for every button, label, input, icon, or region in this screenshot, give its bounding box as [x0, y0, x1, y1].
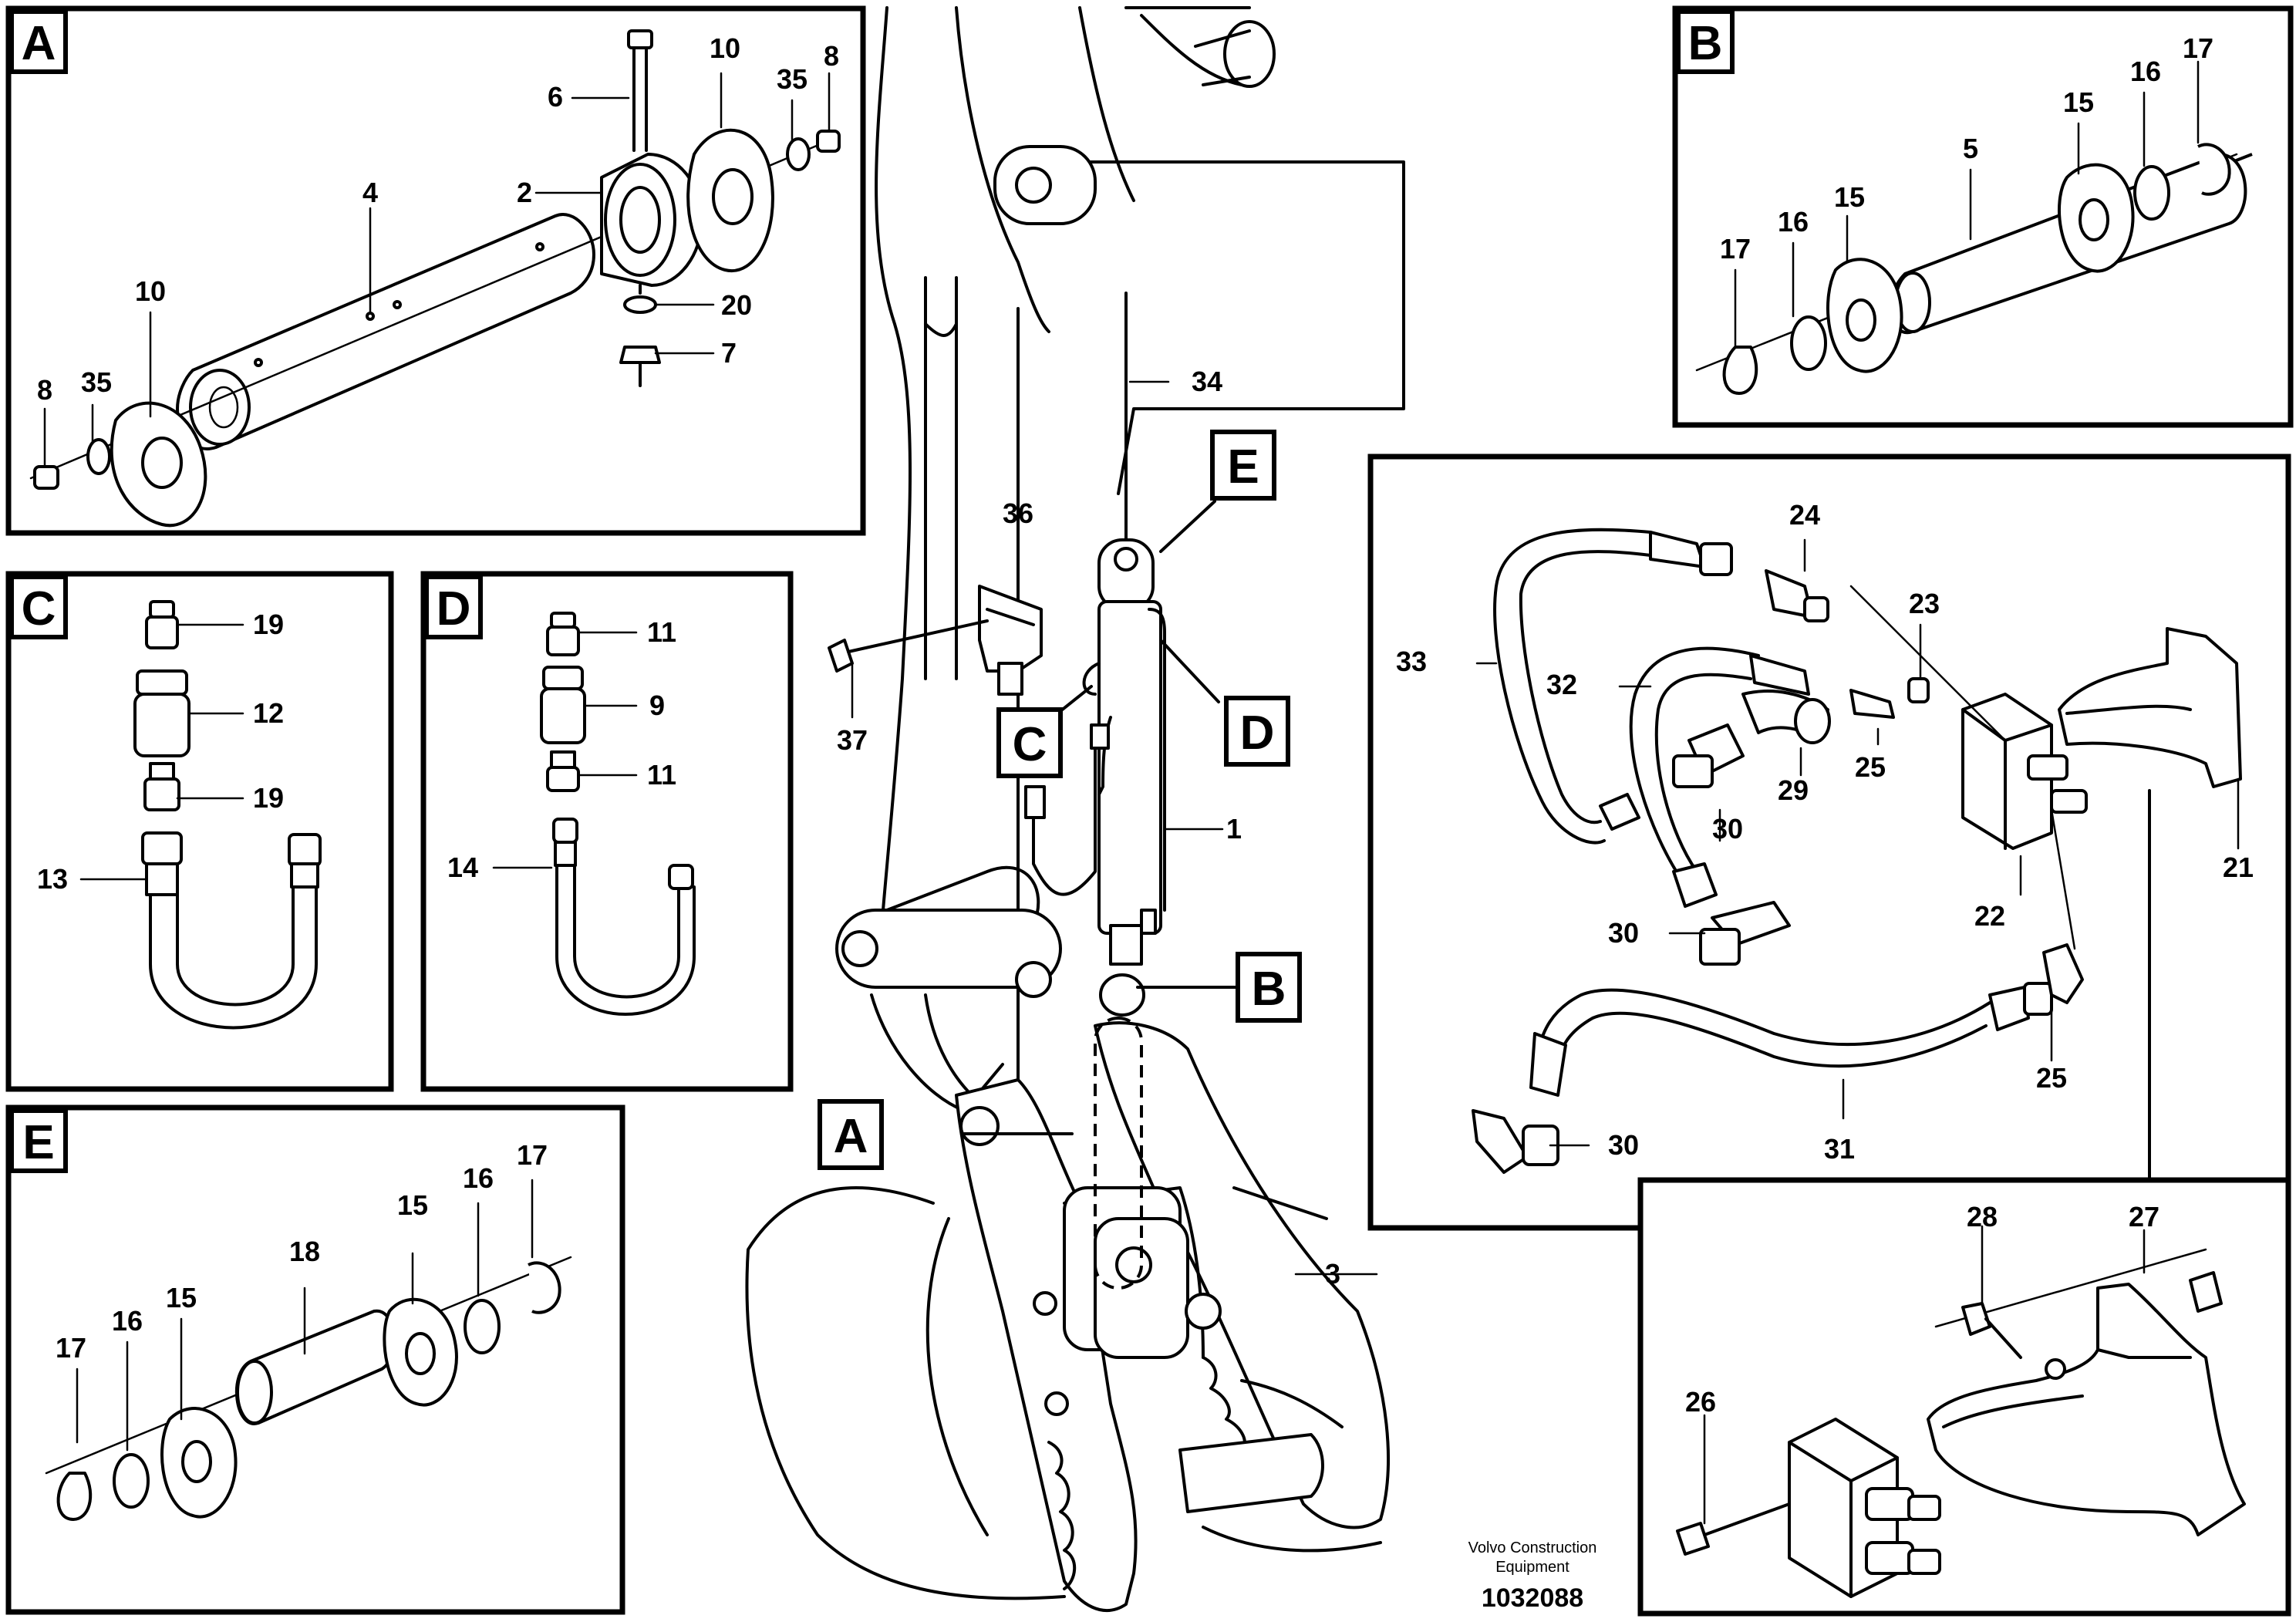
tag-c-label: C: [22, 582, 56, 636]
bracket-36: [978, 585, 1043, 696]
brand-line-2: Equipment: [1495, 1559, 1569, 1576]
tag-a-label: A: [22, 17, 56, 70]
part-label-24: 24: [1789, 499, 1820, 531]
part-label-34: 34: [1192, 366, 1222, 397]
part-label-25: 25: [2036, 1062, 2067, 1094]
part-label-37: 37: [837, 724, 868, 756]
valve-mount-detail: [1637, 789, 2291, 1617]
part-label-3: 3: [1325, 1258, 1340, 1290]
part-label-13: 13: [37, 863, 68, 895]
part-label-30: 30: [1608, 917, 1639, 949]
part-label-28: 28: [1967, 1201, 1998, 1233]
part-label-9: 9: [649, 690, 665, 721]
part-label-12: 12: [253, 697, 284, 729]
part-label-19: 19: [253, 609, 284, 640]
callout-b-label: B: [1252, 963, 1286, 1016]
callout-e-label: E: [1227, 440, 1259, 494]
part-label-16: 16: [2130, 56, 2161, 87]
part-label-4: 4: [362, 177, 378, 208]
detail-tag-d-panel: D: [424, 575, 483, 639]
detail-tag-a-panel: A: [9, 9, 68, 74]
drawing-number: 1032088: [1482, 1583, 1583, 1613]
part-label-11: 11: [647, 759, 676, 791]
hoses-detail: [1367, 454, 2291, 1231]
part-label-29: 29: [1778, 774, 1809, 806]
detail-tag-e-panel: E: [9, 1108, 68, 1173]
part-label-25: 25: [1855, 751, 1886, 783]
callout-tag-a: A: [818, 1099, 884, 1170]
part-label-7: 7: [721, 337, 737, 369]
part-label-26: 26: [1685, 1386, 1716, 1418]
part-label-33: 33: [1396, 646, 1427, 677]
callout-tag-b: B: [1236, 952, 1302, 1023]
part-label-30: 30: [1608, 1129, 1639, 1161]
part-label-20: 20: [721, 289, 752, 321]
machine-arm-illustration: [745, 6, 1405, 1613]
part-label-16: 16: [463, 1162, 494, 1194]
part-label-14: 14: [447, 851, 478, 883]
part-label-18: 18: [289, 1236, 320, 1267]
part-label-31: 31: [1824, 1133, 1855, 1165]
part-label-17: 17: [56, 1332, 86, 1364]
part-label-35: 35: [777, 63, 807, 95]
brand-line-1: Volvo Construction: [1468, 1539, 1597, 1556]
detail-tag-c-panel: C: [9, 575, 68, 639]
callout-tag-e: E: [1210, 430, 1276, 501]
part-label-30: 30: [1712, 813, 1743, 845]
panel-c-detail: [5, 571, 394, 1092]
part-label-22: 22: [1974, 900, 2005, 932]
part-label-5: 5: [1963, 133, 1978, 164]
part-label-27: 27: [2129, 1201, 2159, 1233]
part-label-16: 16: [1778, 206, 1809, 238]
footer-brand: Volvo Construction Equipment 1032088: [1468, 1539, 1597, 1613]
part-label-19: 19: [253, 782, 284, 814]
part-label-15: 15: [1834, 181, 1865, 213]
part-label-1: 1: [1226, 813, 1242, 845]
hydraulic-cylinder: [1024, 538, 1166, 1017]
part-label-16: 16: [112, 1305, 143, 1337]
part-label-35: 35: [81, 366, 112, 398]
part-label-8: 8: [824, 40, 839, 72]
detail-tag-b-panel: B: [1676, 9, 1735, 74]
part-label-23: 23: [1909, 588, 1940, 619]
part-label-6: 6: [548, 81, 563, 113]
part-label-10: 10: [135, 275, 166, 307]
part-label-15: 15: [166, 1282, 197, 1313]
callout-c-label: C: [1013, 718, 1047, 771]
part-label-32: 32: [1546, 669, 1577, 700]
part-label-17: 17: [2183, 32, 2213, 64]
part-label-2: 2: [517, 177, 532, 208]
part-label-15: 15: [397, 1189, 428, 1221]
tag-e-label: E: [22, 1116, 54, 1169]
part-label-8: 8: [37, 374, 52, 406]
part-label-17: 17: [1720, 233, 1751, 265]
panel-a-detail: [5, 5, 866, 536]
callout-a-label: A: [834, 1110, 868, 1163]
panel-e-detail: [5, 1104, 625, 1615]
part-label-21: 21: [2223, 851, 2254, 883]
part-label-36: 36: [1003, 497, 1033, 529]
tag-d-label: D: [437, 582, 471, 636]
part-label-11: 11: [647, 616, 676, 648]
part-label-10: 10: [710, 32, 740, 64]
panel-d-detail: [420, 571, 794, 1092]
panel-b-detail: [1672, 5, 2294, 428]
part-number-labels: 6 10 35 8 2 4 10 20 7 35 8 17 16 15 5 15…: [37, 32, 2254, 1418]
part-label-17: 17: [517, 1139, 548, 1171]
callout-tag-d: D: [1224, 696, 1290, 767]
callout-tag-c: C: [996, 707, 1063, 778]
callout-d-label: D: [1240, 706, 1275, 760]
part-label-15: 15: [2063, 86, 2094, 118]
tag-b-label: B: [1688, 17, 1723, 70]
